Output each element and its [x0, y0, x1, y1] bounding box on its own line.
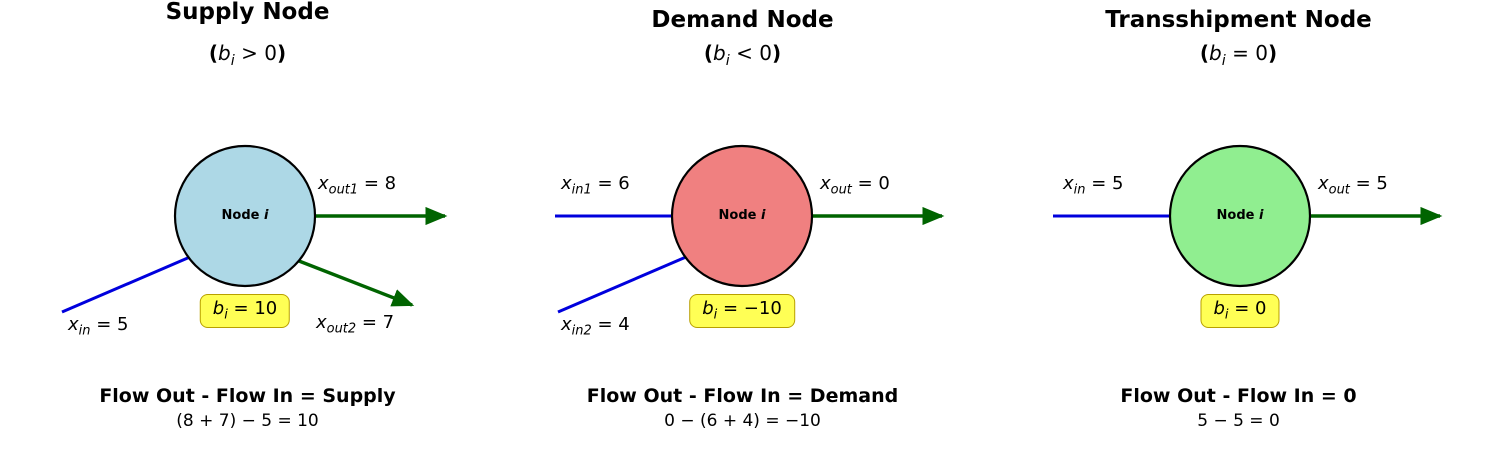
flow-sub: in1 [571, 182, 592, 198]
flow-sub: out [830, 182, 852, 198]
supply-panel-subtitle: (bi > 0) [0, 42, 495, 70]
badge-var: b [1213, 298, 1225, 319]
supply-outflow-1-label: xout1 = 8 [318, 173, 396, 198]
demand-node-circle [670, 144, 814, 288]
transshipment-outflow-label: xout = 5 [1318, 173, 1388, 198]
node-label-text: Node [718, 208, 761, 223]
flow-sub: in [1073, 182, 1086, 198]
badge-sub: i [713, 307, 718, 323]
flow-var: x [318, 173, 329, 194]
transshipment-node-label: Node i [1217, 208, 1264, 223]
transshipment-inflow-label: xin = 5 [1063, 173, 1123, 198]
subtitle-relation: < 0 [729, 41, 772, 65]
subtitle-open-paren: ( [208, 41, 219, 65]
flow-sub: out1 [328, 182, 359, 198]
flow-value: = 4 [591, 314, 630, 335]
subtitle-var: b [218, 41, 231, 65]
subtitle-var: b [1209, 41, 1222, 65]
flow-sub: out2 [326, 321, 357, 337]
node-label-index: i [761, 208, 766, 223]
node-label-text: Node [1216, 208, 1259, 223]
demand-node-label: Node i [719, 208, 766, 223]
flow-var: x [1318, 173, 1329, 194]
subtitle-open-paren: ( [703, 41, 714, 65]
node-label-index: i [1259, 208, 1264, 223]
transshipment-balance-equation: 5 − 5 = 0 [1197, 411, 1280, 431]
flow-value: = 5 [90, 314, 129, 335]
flow-sub: in [78, 323, 91, 339]
supply-balance-equation: (8 + 7) − 5 = 10 [176, 411, 319, 431]
flow-value: = 8 [358, 173, 397, 194]
badge-value: = −10 [717, 298, 782, 319]
supply-panel-graph [61, 144, 448, 314]
subtitle-relation: > 0 [234, 41, 277, 65]
transshipment-panel-title: Transshipment Node [1105, 7, 1372, 33]
flow-value: = 0 [851, 173, 890, 194]
subtitle-close-paren: ) [276, 41, 287, 65]
demand-b-badge: bi = −10 [689, 294, 795, 328]
flow-sub: in2 [571, 323, 592, 339]
flow-value: = 7 [356, 312, 395, 333]
demand-panel-graph [555, 144, 945, 314]
supply-b-badge: bi = 10 [199, 294, 291, 328]
supply-inflow-edge [61, 255, 191, 314]
subtitle-close-paren: ) [771, 41, 782, 65]
badge-sub: i [224, 307, 228, 323]
flow-value: = 5 [1349, 173, 1388, 194]
demand-inflow-edge-2 [557, 255, 687, 314]
demand-inflow-2-label: xin2 = 4 [561, 314, 630, 339]
subtitle-open-paren: ( [1199, 41, 1210, 65]
subtitle-close-paren: ) [1267, 41, 1278, 65]
supply-node-label: Node i [222, 208, 269, 223]
supply-node-circle [173, 144, 317, 288]
flow-var: x [316, 312, 327, 333]
node-label-text: Node [221, 208, 264, 223]
transshipment-panel-graph [1053, 144, 1443, 288]
demand-panel-title: Demand Node [651, 7, 834, 33]
flow-var: x [68, 314, 79, 335]
flow-sub: out [1328, 182, 1350, 198]
badge-value: = 0 [1228, 298, 1267, 319]
subtitle-var: b [713, 41, 726, 65]
supply-outflow-edge-2 [298, 259, 415, 307]
badge-sub: i [1224, 307, 1229, 323]
transshipment-balance-rule: Flow Out - Flow In = 0 [1120, 385, 1357, 407]
node-label-index: i [264, 208, 269, 223]
demand-outflow-label: xout = 0 [820, 173, 890, 198]
badge-value: = 10 [227, 298, 278, 319]
flow-value: = 6 [591, 173, 630, 194]
badge-var: b [212, 298, 225, 319]
subtitle-sub: i [230, 53, 235, 69]
demand-balance-equation: 0 − (6 + 4) = −10 [664, 411, 821, 431]
demand-balance-rule: Flow Out - Flow In = Demand [586, 385, 899, 407]
supply-outflow-2-label: xout2 = 7 [316, 312, 394, 337]
transshipment-panel-subtitle: (bi = 0) [990, 42, 1487, 70]
subtitle-relation: = 0 [1225, 41, 1268, 65]
flow-value: = 5 [1085, 173, 1124, 194]
badge-var: b [702, 298, 714, 319]
demand-panel-subtitle: (bi < 0) [495, 42, 990, 70]
supply-inflow-label: xin = 5 [68, 314, 128, 339]
subtitle-sub: i [725, 53, 730, 69]
subtitle-sub: i [1221, 53, 1226, 69]
flow-var: x [1063, 173, 1074, 194]
transshipment-node-circle [1168, 144, 1312, 288]
supply-panel-title: Supply Node [165, 0, 330, 25]
supply-balance-rule: Flow Out - Flow In = Supply [99, 385, 396, 407]
flow-var: x [561, 314, 572, 335]
demand-inflow-1-label: xin1 = 6 [561, 173, 630, 198]
flow-var: x [820, 173, 831, 194]
flow-var: x [561, 173, 572, 194]
transshipment-b-badge: bi = 0 [1200, 294, 1280, 328]
